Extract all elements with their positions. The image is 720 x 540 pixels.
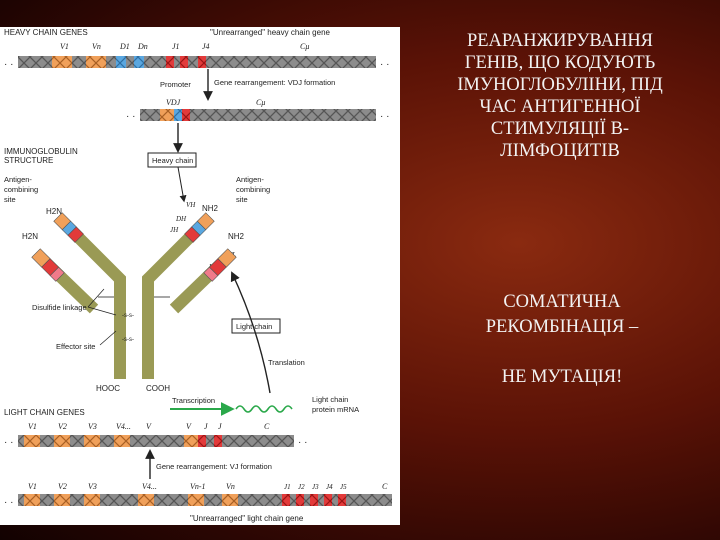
heavy-chain-label: Heavy chain <box>152 156 193 165</box>
gene-label-v1: V1 <box>60 42 69 51</box>
lt-label-v4: V4... <box>116 422 131 431</box>
antigen-left-1: Antigen- <box>4 175 32 184</box>
lt-label-j: J <box>204 422 208 431</box>
lb-label-j5: J5 <box>340 483 347 491</box>
gene-label-d1: D1 <box>119 42 130 51</box>
lt-label-v1: V1 <box>28 422 37 431</box>
note-line: СОМАТИЧНА <box>503 292 621 312</box>
gene-label-j4: J4 <box>202 42 210 51</box>
vh-label: VH <box>186 201 196 209</box>
lt-label-v2: V2 <box>58 422 67 431</box>
effector-label: Effector site <box>56 342 95 351</box>
light-unrearranged-dna: · · <box>4 494 392 508</box>
lt-label-v3: V3 <box>88 422 97 431</box>
h2n-mid-label: H2N <box>22 232 38 241</box>
svg-text:-s-s-: -s-s- <box>122 313 134 319</box>
antigen-left-3: site <box>4 195 16 204</box>
gene-label-dn: Dn <box>137 42 148 51</box>
lt-label-v-b: V <box>186 422 192 431</box>
title-line: ІМУНОГЛОБУЛІНИ, ПІД <box>457 75 663 95</box>
slide-title: РЕАРАНЖИРУВАННЯ ГЕНІВ, ЩО КОДУЮТЬ ІМУНОГ… <box>404 30 716 162</box>
svg-text:· ·: · · <box>126 111 135 122</box>
nh2-top-label: NH2 <box>202 204 219 213</box>
lb-label-j4: J4 <box>326 483 333 491</box>
heavy-gene-labels: V1 Vn D1 Dn J1 J4 Cμ <box>60 42 309 51</box>
cooh-label: COOH <box>146 384 170 393</box>
title-line: РЕАРАНЖИРУВАННЯ <box>466 31 654 51</box>
mrna-label-1: Light chain <box>312 395 348 404</box>
vdj-label: VDJ <box>166 98 181 107</box>
promoter-label: Promoter <box>160 80 191 89</box>
ig-structure-label-2: STRUCTURE <box>4 156 53 165</box>
heavy-rearranged-dna: · · · · <box>126 109 389 122</box>
svg-text:· ·: · · <box>4 437 13 448</box>
gene-label-vn: Vn <box>92 42 101 51</box>
note-line: РЕКОМБІНАЦІЯ – <box>485 317 639 337</box>
antigen-right-1: Antigen- <box>236 175 264 184</box>
title-line: ГЕНІВ, ЩО КОДУЮТЬ <box>464 53 656 73</box>
gene-label-j1: J1 <box>172 42 180 51</box>
gene-rearrangement-vj-label: Gene rearrangement: VJ formation <box>156 462 272 471</box>
light-unarranged-label: "Unrearranged" light chain gene <box>190 514 304 523</box>
lb-label-v3: V3 <box>88 482 97 491</box>
gene-label-cmu: Cμ <box>300 42 309 51</box>
somatic-recombination-note: СОМАТИЧНА РЕКОМБІНАЦІЯ – НЕ МУТАЦІЯ! <box>412 290 712 390</box>
light-header: LIGHT CHAIN GENES <box>4 408 85 417</box>
lb-label-vn-1: Vn-1 <box>190 482 206 491</box>
svg-text:· ·: · · <box>4 497 13 508</box>
jh-label: JH <box>170 226 179 234</box>
translation-label: Translation <box>268 358 305 367</box>
title-line: ЛІМФОЦИТІВ <box>500 141 620 161</box>
antibody-structure: -s-s- -s-s- <box>31 212 237 379</box>
lb-label-j2: J2 <box>298 483 305 491</box>
heavy-unrearranged-dna: · · · · <box>4 56 389 70</box>
lb-label-v2: V2 <box>58 482 67 491</box>
lt-label-c: C <box>264 422 270 431</box>
lb-label-v1: V1 <box>28 482 37 491</box>
figure-svg: HEAVY CHAIN GENES "Unrearranged" heavy c… <box>4 28 392 523</box>
heavy-chain-box <box>147 152 197 168</box>
svg-text:· ·: · · <box>298 437 307 448</box>
ig-structure-label-1: IMMUNOGLOBULIN <box>4 147 78 156</box>
antigen-right-2: combining <box>236 185 270 194</box>
immunoglobulin-rearrangement-figure: HEAVY CHAIN GENES "Unrearranged" heavy c… <box>0 27 400 525</box>
note-line: НЕ МУТАЦІЯ! <box>501 367 623 387</box>
mrna-label-2: protein mRNA <box>312 405 359 414</box>
lb-label-j3: J3 <box>312 483 319 491</box>
light-gene-labels-top: V1 V2 V3 V4... V V J J C <box>28 422 270 431</box>
title-line: СТИМУЛЯЦІЇ В- <box>490 119 630 139</box>
h2n-top-label: H2N <box>46 207 62 216</box>
svg-text:· ·: · · <box>4 59 13 70</box>
title-line: ЧАС АНТИГЕННОЇ <box>479 97 641 117</box>
heavy-header: HEAVY CHAIN GENES <box>4 28 88 37</box>
translation-arrow <box>230 271 271 394</box>
lb-label-vn: Vn <box>226 482 235 491</box>
lb-label-v4: V4... <box>142 482 157 491</box>
hooc-label: HOOC <box>96 384 120 393</box>
svg-text:· ·: · · <box>380 111 389 122</box>
light-chain-label: Light chain <box>236 322 272 331</box>
light-rearranged-dna: · · · · <box>4 435 307 448</box>
note-line <box>412 340 712 365</box>
mrna-wave <box>235 405 293 413</box>
antigen-right-3: site <box>236 195 248 204</box>
transcription-label: Transcription <box>172 396 215 405</box>
dh-label: DH <box>175 215 187 223</box>
gene-rearrangement-vdj-label: Gene rearrangement: VDJ formation <box>214 78 335 87</box>
lb-label-j1: J1 <box>284 483 291 491</box>
heavy-unarranged-label: "Unrearranged" heavy chain gene <box>210 28 331 37</box>
antigen-left-2: combining <box>4 185 38 194</box>
cmu-label: Cμ <box>256 98 265 107</box>
light-gene-labels-bottom: V1 V2 V3 V4... Vn-1 Vn J1 J2 J3 J4 J5 C <box>28 482 388 491</box>
disulfide-label: Disulfide linkage <box>32 303 87 312</box>
lt-label-v: V <box>146 422 152 431</box>
svg-text:-s-s-: -s-s- <box>122 337 134 343</box>
nh2-mid-label: NH2 <box>228 232 245 241</box>
lt-label-j-b: J <box>218 422 222 431</box>
lb-label-c: C <box>382 482 388 491</box>
svg-text:· ·: · · <box>380 59 389 70</box>
